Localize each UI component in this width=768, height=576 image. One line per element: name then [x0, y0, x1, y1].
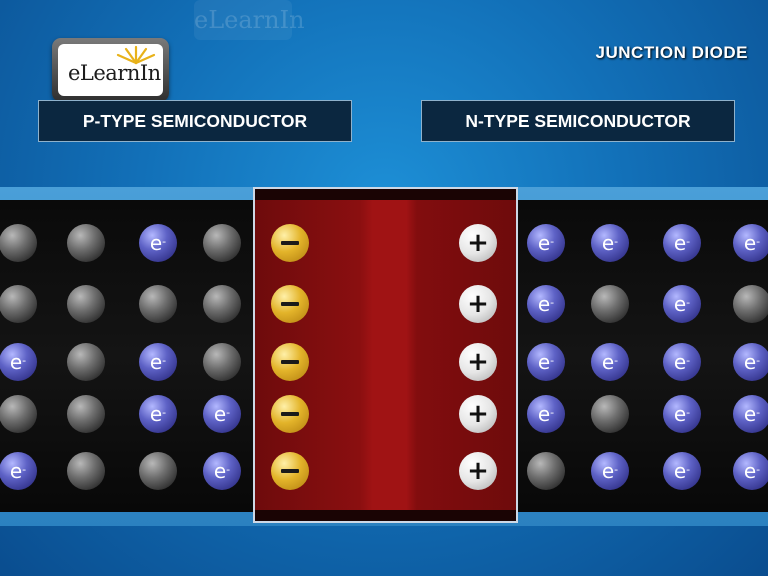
negative-ion: [271, 343, 309, 381]
hole-particle: [67, 224, 105, 262]
elearnin-logo: eLearnIn: [52, 38, 169, 102]
positive-ion: +: [459, 452, 497, 490]
logo-text: eLearnIn: [68, 61, 161, 85]
electron-particle: e-: [139, 343, 177, 381]
electron-particle: e-: [663, 395, 701, 433]
electron-particle: e-: [527, 285, 565, 323]
hole-particle: [591, 285, 629, 323]
n-type-label: N-TYPE SEMICONDUCTOR: [421, 100, 735, 142]
positive-ion: +: [459, 343, 497, 381]
hole-particle: [527, 452, 565, 490]
hole-particle: [139, 285, 177, 323]
hole-particle: [0, 285, 37, 323]
watermark-logo: eLearnIn: [194, 0, 305, 40]
hole-particle: [139, 452, 177, 490]
hole-particle: [0, 395, 37, 433]
hole-particle: [67, 285, 105, 323]
electron-particle: e-: [203, 395, 241, 433]
negative-ion: [271, 285, 309, 323]
hole-particle: [67, 452, 105, 490]
electron-particle: e-: [663, 452, 701, 490]
electron-particle: e-: [527, 395, 565, 433]
electron-particle: e-: [663, 343, 701, 381]
electron-particle: e-: [733, 395, 768, 433]
electron-particle: e-: [591, 452, 629, 490]
electron-particle: e-: [663, 224, 701, 262]
positive-ion: +: [459, 285, 497, 323]
electron-particle: e-: [527, 224, 565, 262]
electron-particle: e-: [591, 343, 629, 381]
electron-particle: e-: [139, 224, 177, 262]
hole-particle: [203, 343, 241, 381]
negative-ion: [271, 395, 309, 433]
positive-ion: +: [459, 224, 497, 262]
hole-particle: [67, 395, 105, 433]
electron-particle: e-: [527, 343, 565, 381]
hole-particle: [0, 224, 37, 262]
electron-particle: e-: [591, 224, 629, 262]
electron-particle: e-: [733, 224, 768, 262]
hole-particle: [67, 343, 105, 381]
page-title: JUNCTION DIODE: [595, 43, 748, 62]
electron-particle: e-: [139, 395, 177, 433]
electron-particle: e-: [733, 343, 768, 381]
electron-particle: e-: [733, 452, 768, 490]
hole-particle: [591, 395, 629, 433]
electron-particle: e-: [663, 285, 701, 323]
hole-particle: [203, 285, 241, 323]
negative-ion: [271, 452, 309, 490]
positive-ion: +: [459, 395, 497, 433]
electron-particle: e-: [0, 343, 37, 381]
sun-rays-icon: [116, 45, 156, 65]
hole-particle: [733, 285, 768, 323]
negative-ion: [271, 224, 309, 262]
electron-particle: e-: [0, 452, 37, 490]
p-type-label: P-TYPE SEMICONDUCTOR: [38, 100, 352, 142]
hole-particle: [203, 224, 241, 262]
electron-particle: e-: [203, 452, 241, 490]
